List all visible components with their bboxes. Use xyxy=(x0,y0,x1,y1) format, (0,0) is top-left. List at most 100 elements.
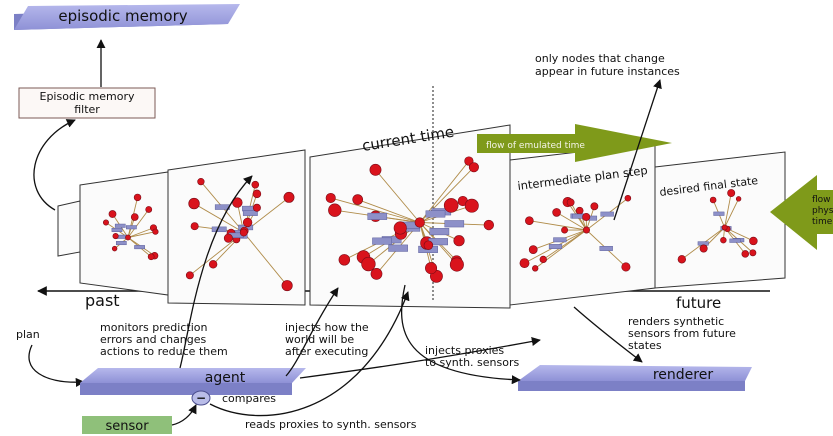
graph-label-box xyxy=(713,211,725,216)
plan-arrow xyxy=(28,344,85,387)
injects-world-arrow xyxy=(285,287,339,377)
injects-world-line1: injects how the xyxy=(285,321,369,334)
renders-line1: renders synthetic xyxy=(628,315,724,328)
graph-node xyxy=(727,189,736,198)
comparator-symbol: − xyxy=(196,391,206,405)
graph-node xyxy=(281,280,293,292)
graph-node xyxy=(283,191,295,203)
monitors-line2: errors and changes xyxy=(100,333,207,346)
graph-label-box xyxy=(553,237,567,243)
flow-physical-line2: physical xyxy=(812,206,833,216)
flow-physical-line3: time xyxy=(812,217,833,227)
graph-edge xyxy=(193,203,244,233)
graph-node xyxy=(621,262,631,272)
graph-node xyxy=(130,213,139,221)
graph-node xyxy=(624,194,632,202)
graph-node xyxy=(552,208,561,217)
graph-hub-node xyxy=(721,224,728,231)
graph-hub-node xyxy=(582,226,590,234)
graph-node xyxy=(190,222,199,231)
graph-node xyxy=(453,235,465,247)
reads-proxies-arrow xyxy=(209,291,410,417)
only-nodes-line2: appear in future instances xyxy=(535,65,680,78)
graph-node xyxy=(242,217,253,228)
graph-label-box xyxy=(429,228,450,236)
graph-node xyxy=(519,258,530,269)
graph-node xyxy=(251,180,260,189)
past-to-filter-arrow xyxy=(33,119,76,211)
sensor-block: sensor xyxy=(82,416,172,434)
only-nodes-arrow xyxy=(613,79,662,221)
compares-label: compares xyxy=(222,392,276,405)
graph-node xyxy=(749,249,757,257)
graph-label-box xyxy=(444,220,465,228)
graph-node xyxy=(582,212,591,221)
renders-line2: sensors from future xyxy=(628,327,736,340)
graph-node xyxy=(423,240,434,250)
graph-edge xyxy=(127,231,156,238)
graph-label-box xyxy=(425,210,446,218)
filter-label-line1: Episodic memory xyxy=(40,90,135,103)
graph-label-box xyxy=(367,212,388,220)
flow-physical-time-arrow: flow of physical time xyxy=(770,175,833,250)
renderer-block: renderer xyxy=(518,365,752,391)
agent-label: agent xyxy=(205,370,246,386)
flow-emulated-label: flow of emulated time xyxy=(486,141,585,151)
world-model-graphs xyxy=(102,156,758,292)
graph-node xyxy=(699,244,708,253)
graph-node xyxy=(325,192,336,204)
graph-node xyxy=(361,256,376,272)
graph-label-box xyxy=(111,228,123,232)
comparator: − xyxy=(191,390,211,406)
graph-label-box xyxy=(548,244,563,249)
graph-node xyxy=(709,196,717,204)
past-label: past xyxy=(85,291,120,310)
graph-edge xyxy=(556,212,587,231)
graph-node xyxy=(468,162,479,173)
graph-node xyxy=(145,206,153,213)
graph-node xyxy=(443,198,459,213)
graph-edge xyxy=(724,198,740,228)
filter-label-line2: filter xyxy=(74,103,100,116)
graph-node xyxy=(393,221,407,235)
graph-node xyxy=(677,255,686,264)
future-to-renderer-arrow xyxy=(573,306,643,363)
graph-node xyxy=(561,226,569,234)
graph-label-box xyxy=(372,237,392,245)
frame-oldest xyxy=(57,200,81,257)
graph-node xyxy=(147,253,155,261)
graph-node xyxy=(133,193,142,202)
graph-node xyxy=(539,255,547,264)
graph-node xyxy=(575,206,584,215)
graph-node xyxy=(188,197,200,210)
graph-node xyxy=(252,203,261,212)
graph-node xyxy=(425,262,438,275)
graph-node xyxy=(102,219,109,226)
graph-edge xyxy=(127,209,150,238)
graph-node xyxy=(111,245,118,252)
monitors-line3: actions to reduce them xyxy=(100,345,228,358)
injects-proxies-line2: to synth. sensors xyxy=(425,356,519,369)
injects-world-line2: world will be xyxy=(285,333,354,346)
graph-node xyxy=(328,203,342,217)
graph-hub-node xyxy=(125,234,131,241)
graph-label-box xyxy=(729,238,741,243)
graph-node xyxy=(232,197,243,208)
graph-label-box xyxy=(599,246,613,251)
flow-physical-line1: flow of xyxy=(812,195,833,205)
graph-label-box xyxy=(388,244,408,252)
graph-node xyxy=(525,216,534,225)
graph-node xyxy=(449,257,464,272)
graph-edge xyxy=(243,232,288,286)
renderer-label: renderer xyxy=(653,367,713,383)
graph-node xyxy=(252,189,262,199)
graph-node xyxy=(185,271,194,280)
graph-label-box xyxy=(211,226,227,233)
reads-proxies-label: reads proxies to synth. sensors xyxy=(245,418,417,431)
graph-edge xyxy=(724,192,732,228)
graph-edge xyxy=(543,229,587,260)
graph-label-box xyxy=(134,245,145,250)
graph-node xyxy=(464,198,479,213)
graph-node xyxy=(749,236,758,246)
